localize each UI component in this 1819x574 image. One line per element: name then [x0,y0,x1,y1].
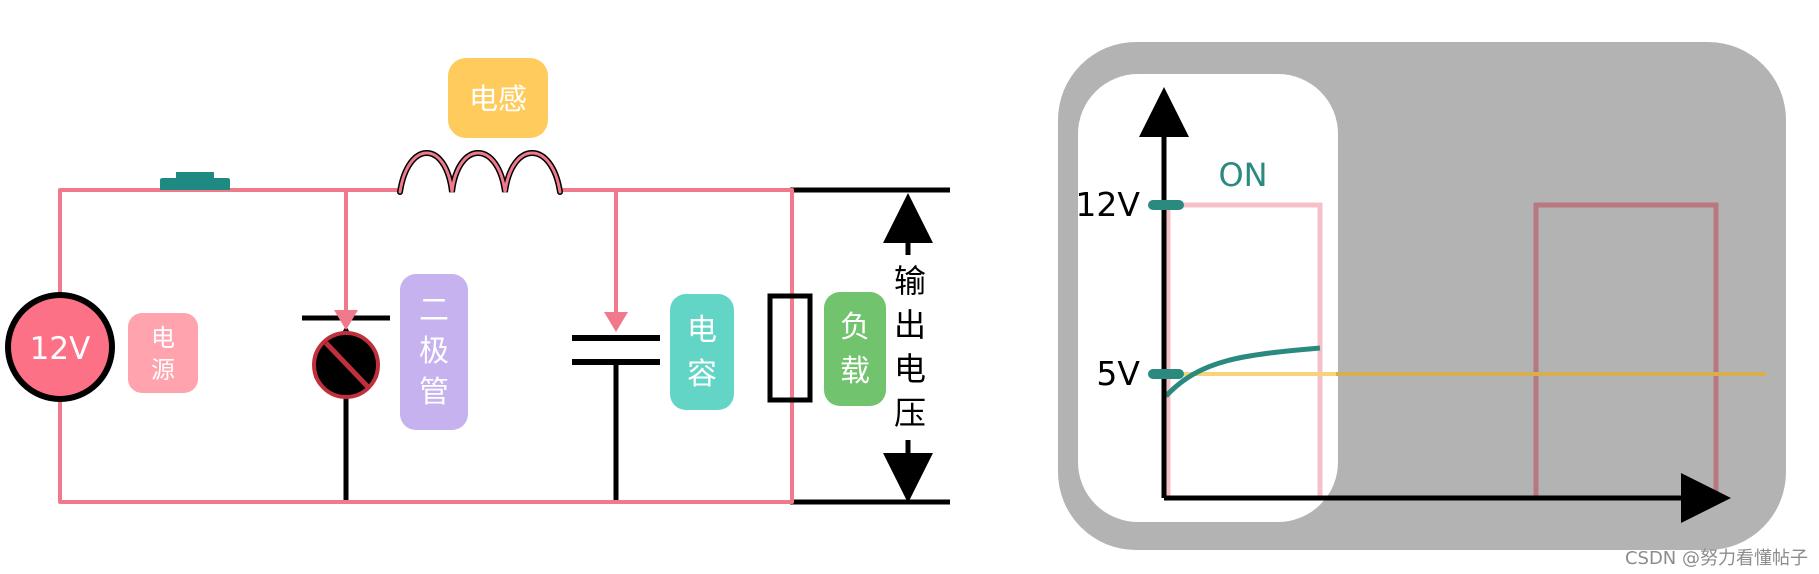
load-badge [824,292,886,406]
capacitor-label-2: 容 [687,357,717,392]
marker-5v [1148,369,1184,379]
load-resistor [767,293,813,403]
switch-icon [160,172,230,190]
capacitor-label-1: 电 [687,313,717,348]
power-source [5,292,115,402]
source-value: 12V [30,331,91,367]
diode-label-3: 管 [419,375,449,410]
source-label-1: 电 [151,324,175,352]
level-12v: 12V [1075,185,1140,224]
circuit-diagram: 12V 电 源 电感 二 极 管 电 容 [5,58,950,505]
load-label-2: 载 [840,354,870,389]
diode [302,310,390,399]
pulse-on [1165,202,1323,498]
diode-label-1: 二 [419,293,449,328]
diode-badge [400,274,468,430]
diode-label-2: 极 [419,334,449,369]
source-badge [128,313,198,393]
inductor-label: 电感 [469,82,527,116]
on-highlight [1078,74,1338,522]
level-5v: 5V [1096,354,1140,393]
inductor-badge [448,58,548,138]
waveform-panel: 12V 5V ON [1058,42,1786,550]
current-path [58,188,794,504]
output-label-2: 出 [894,306,926,344]
marker-12v [1148,200,1184,210]
watermark: CSDN @努力看懂帖子 [1625,548,1808,569]
output-label-3: 电 [894,350,926,388]
output-trace [1164,345,1321,398]
load-label-1: 负 [840,310,870,345]
capacitor-badge [670,294,734,410]
capacitor [572,312,660,365]
source-label-2: 源 [151,356,175,384]
output-label-4: 压 [894,394,926,432]
inductor [397,150,563,195]
state-on-label: ON [1218,156,1267,194]
output-label-1: 输 [894,262,926,300]
